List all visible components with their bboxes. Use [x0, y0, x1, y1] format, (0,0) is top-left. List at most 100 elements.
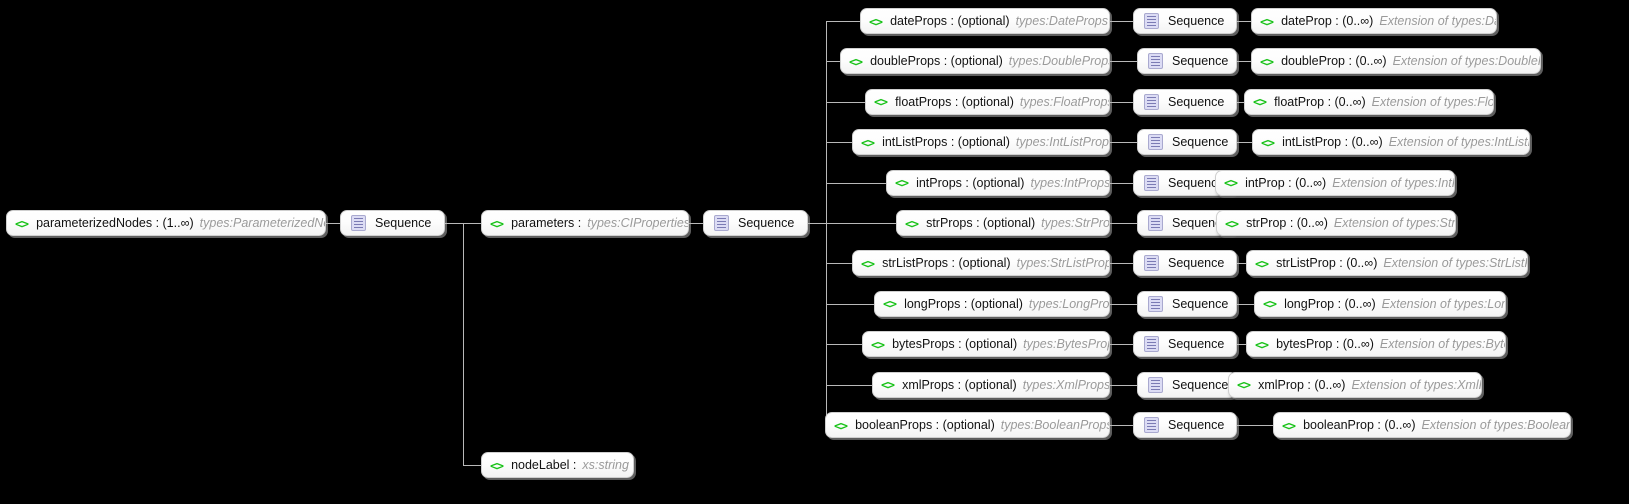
element-icon: <> [861, 255, 875, 271]
connector-group-to-sequence [1110, 142, 1137, 144]
parameters-sequence-label: Sequence [738, 216, 795, 230]
leaf-element-8-type: Extension of types:BytesProp [1379, 337, 1505, 352]
root-sequence[interactable]: Sequence [340, 210, 445, 236]
group-element-7-type: types:LongProps [1028, 296, 1110, 311]
parameters-element-label: parameters : [511, 216, 582, 230]
leaf-element-4-label: intProp : (0..∞) [1245, 175, 1327, 190]
leaf-element-5[interactable]: <>strProp : (0..∞)Extension of types:Str… [1216, 210, 1456, 236]
nodelabel-element-label: nodeLabel : [511, 458, 577, 472]
group-element-2[interactable]: <>floatProps : (optional)types:FloatProp… [865, 88, 1110, 115]
connector-sequence-to-leaf [1237, 263, 1246, 265]
group-element-3[interactable]: <>intListProps : (optional)types:IntList… [852, 129, 1110, 156]
leaf-element-9-label: xmlProp : (0..∞) [1258, 377, 1346, 392]
connector-group-to-sequence [1110, 182, 1133, 184]
sequence-icon [1148, 215, 1163, 231]
connector-group-to-sequence [1110, 21, 1133, 22]
connector-parameters-to-sequence [689, 223, 703, 224]
leaf-element-7[interactable]: <>longProp : (0..∞)Extension of types:Lo… [1254, 290, 1506, 317]
group-element-1[interactable]: <>doubleProps : (optional)types:DoublePr… [840, 48, 1110, 75]
element-icon: <> [1260, 13, 1274, 29]
root-sequence-label: Sequence [375, 216, 432, 230]
group-element-8-type: types:BytesProps [1023, 337, 1109, 352]
group-element-10-type: types:BooleanProps [1000, 418, 1110, 432]
group-element-8[interactable]: <> bytesProps : (optional) types:BytesProp… [862, 331, 1110, 358]
group-element-5-label: strProps : (optional) [926, 216, 1036, 230]
element-icon: <> [1255, 255, 1269, 271]
connector-params-seq-trunk [808, 223, 826, 224]
element-icon: <> [871, 336, 885, 352]
connector-sequence-to-leaf [1237, 61, 1251, 63]
leaf-element-9[interactable]: <>xmlProp : (0..∞)Extension of types:Xml… [1228, 371, 1482, 398]
group-sequence-10-label: Sequence [1168, 418, 1225, 432]
leaf-element-6[interactable]: <>strListProp : (0..∞)Extension of types… [1246, 250, 1528, 277]
leaf-element-1[interactable]: <>doubleProp : (0..∞)Extension of types:… [1251, 48, 1541, 75]
group-element-8-label: bytesProps : (optional) [892, 337, 1018, 352]
group-element-10-label: booleanProps : (optional) [855, 418, 995, 432]
nodelabel-element[interactable]: <> nodeLabel : xs:string [481, 452, 634, 478]
leaf-element-0[interactable]: <>dateProp : (0..∞)Extension of types:Da… [1251, 8, 1497, 34]
group-element-2-label: floatProps : (optional) [895, 94, 1014, 109]
group-sequence-3[interactable]: Sequence [1137, 129, 1237, 156]
leaf-element-4-type: Extension of types:IntProp [1332, 175, 1454, 190]
element-icon: <> [881, 377, 895, 393]
group-element-5-type: types:StrProps [1041, 216, 1110, 230]
nodelabel-element-type: xs:string [582, 458, 629, 472]
leaf-element-5-label: strProp : (0..∞) [1246, 216, 1328, 230]
leaf-element-10[interactable]: <>booleanProp : (0..∞)Extension of types… [1273, 412, 1571, 438]
leaf-element-3[interactable]: <>intListProp : (0..∞)Extension of types… [1252, 129, 1530, 156]
parameters-element[interactable]: <>parameters :types:CIProperties [481, 210, 689, 236]
leaf-element-1-label: doubleProp : (0..∞) [1281, 54, 1387, 69]
group-element-0[interactable]: <>dateProps : (optional)types:DateProps [860, 8, 1110, 34]
group-sequence-8[interactable]: Sequence [1133, 331, 1237, 358]
group-element-9[interactable]: <>xmlProps : (optional)types:XmlProps [872, 371, 1110, 398]
sequence-icon [1148, 53, 1163, 70]
element-icon: <> [1263, 296, 1277, 312]
group-sequence-5-label: Sequence [1172, 216, 1229, 230]
group-sequence-7[interactable]: Sequence [1137, 290, 1237, 317]
group-sequence-9-label: Sequence [1172, 377, 1229, 392]
connector-sequence-to-leaf [1237, 21, 1251, 22]
root-element[interactable]: <>parameterizedNodes : (1..∞)types:Param… [6, 210, 326, 236]
group-element-7[interactable]: <>longProps : (optional)types:LongProps [874, 290, 1110, 317]
group-element-6-label: strListProps : (optional) [882, 256, 1011, 271]
sequence-icon [1144, 13, 1159, 29]
leaf-element-8[interactable]: <>bytesProp : (0..∞)Extension of types:B… [1246, 331, 1506, 358]
leaf-element-3-label: intListProp : (0..∞) [1282, 135, 1383, 150]
connector-trunk-to-nodelabel [463, 465, 481, 466]
group-element-4-label: intProps : (optional) [916, 175, 1025, 190]
leaf-element-8-label: bytesProp : (0..∞) [1276, 337, 1374, 352]
group-element-1-label: doubleProps : (optional) [870, 54, 1003, 69]
group-element-10[interactable]: <>booleanProps : (optional)types:Boolean… [825, 412, 1110, 438]
leaf-element-2[interactable]: <>floatProp : (0..∞)Extension of types:F… [1244, 88, 1494, 115]
group-sequence-9[interactable]: Sequence [1137, 371, 1237, 398]
leaf-element-6-label: strListProp : (0..∞) [1276, 256, 1378, 271]
group-sequence-10[interactable]: Sequence [1133, 412, 1237, 438]
element-icon: <> [490, 457, 504, 473]
group-element-6-type: types:StrListProps [1016, 256, 1110, 271]
group-element-9-label: xmlProps : (optional) [902, 377, 1017, 392]
element-icon: <> [1261, 134, 1275, 150]
group-sequence-6[interactable]: Sequence [1133, 250, 1237, 277]
group-sequence-1[interactable]: Sequence [1137, 48, 1237, 75]
parameters-sequence[interactable]: Sequence [703, 210, 808, 236]
connector-trunk-to-group [826, 142, 852, 144]
group-sequence-2[interactable]: Sequence [1133, 88, 1237, 115]
sequence-icon [1144, 255, 1159, 272]
connector-root-to-sequence [326, 223, 340, 224]
group-element-5[interactable]: <>strProps : (optional)types:StrProps [896, 210, 1110, 236]
connector-trunk-to-group [826, 223, 896, 224]
leaf-element-5-type: Extension of types:StrProp [1333, 216, 1456, 230]
leaf-element-4[interactable]: <>intProp : (0..∞)Extension of types:Int… [1215, 169, 1455, 196]
connector-group-to-sequence [1110, 223, 1137, 224]
group-element-4[interactable]: <>intProps : (optional)types:IntProps [886, 169, 1110, 196]
element-icon: <> [1260, 53, 1274, 69]
group-sequence-0[interactable]: Sequence [1133, 8, 1237, 34]
sequence-icon [1144, 93, 1159, 110]
group-sequence-6-label: Sequence [1168, 256, 1225, 271]
group-element-6[interactable]: <> strListProps : (optional) types:StrList… [852, 250, 1110, 277]
group-element-4-type: types:IntProps [1030, 175, 1110, 190]
group-sequence-4-label: Sequence [1168, 175, 1225, 190]
leaf-element-10-type: Extension of types:BooleanProp [1421, 418, 1570, 432]
group-sequence-0-label: Sequence [1168, 14, 1225, 28]
